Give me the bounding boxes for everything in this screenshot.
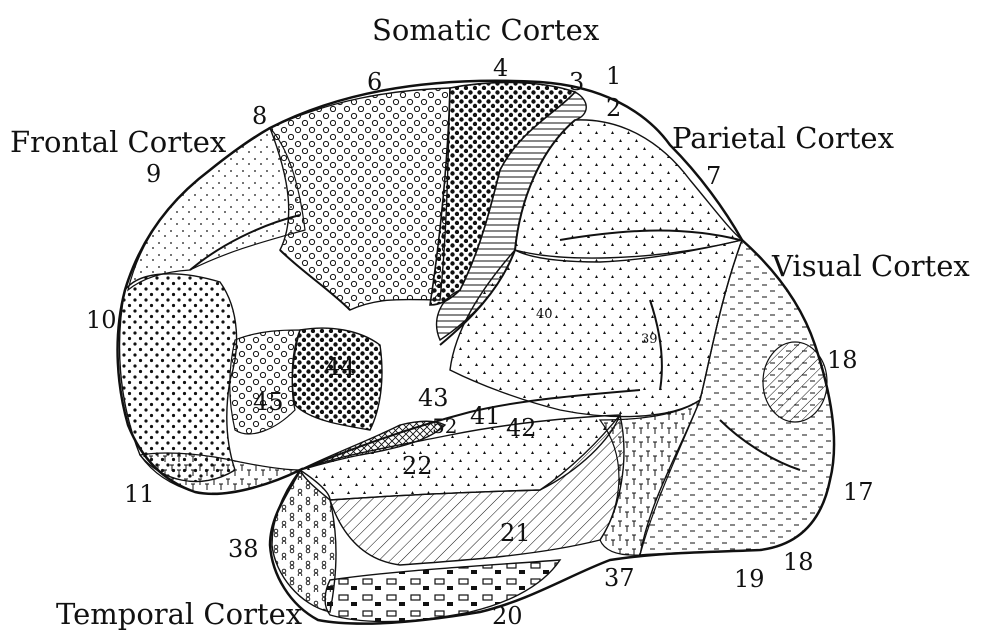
area-43-label: 43 (418, 386, 449, 410)
area-38-fill (272, 470, 336, 612)
area-18-fill (763, 342, 827, 422)
area-20-label: 20 (492, 604, 523, 628)
area-3-label: 3 (569, 70, 584, 94)
parietal-cortex-label: Parietal Cortex (672, 124, 894, 153)
visual-cortex-label: Visual Cortex (772, 252, 970, 281)
area-39-label: 39 (641, 333, 658, 346)
area-21-label: 21 (500, 521, 531, 545)
temporal-cortex-label: Temporal Cortex (56, 600, 302, 629)
area-19-label: 19 (734, 567, 765, 591)
area-1-label: 1 (606, 64, 621, 88)
area-45-label: 45 (253, 390, 284, 414)
area-37-label: 37 (604, 566, 635, 590)
somatic-cortex-label: Somatic Cortex (372, 16, 599, 45)
area-38-label: 38 (228, 537, 259, 561)
area-9-label: 9 (146, 162, 161, 186)
area-8-label: 8 (252, 104, 267, 128)
area-7-label: 7 (706, 164, 721, 188)
area-6-label: 6 (367, 70, 382, 94)
area-44-label: 44 (325, 355, 356, 379)
area-41-label: 41 (470, 404, 501, 428)
area-10-fill (120, 274, 237, 482)
area-18-bottom-label: 18 (783, 550, 814, 574)
area-18-top-label: 18 (827, 348, 858, 372)
area-42-label: 42 (506, 416, 537, 440)
area-2-label: 2 (606, 96, 621, 120)
area-52-label: 52 (432, 416, 457, 436)
frontal-cortex-label: Frontal Cortex (10, 128, 226, 157)
area-17-label: 17 (843, 480, 874, 504)
area-4-label: 4 (493, 56, 508, 80)
area-10-label: 10 (86, 308, 117, 332)
area-40-label: 40 (536, 308, 553, 321)
area-22-label: 22 (402, 454, 433, 478)
area-11-label: 11 (124, 482, 155, 506)
